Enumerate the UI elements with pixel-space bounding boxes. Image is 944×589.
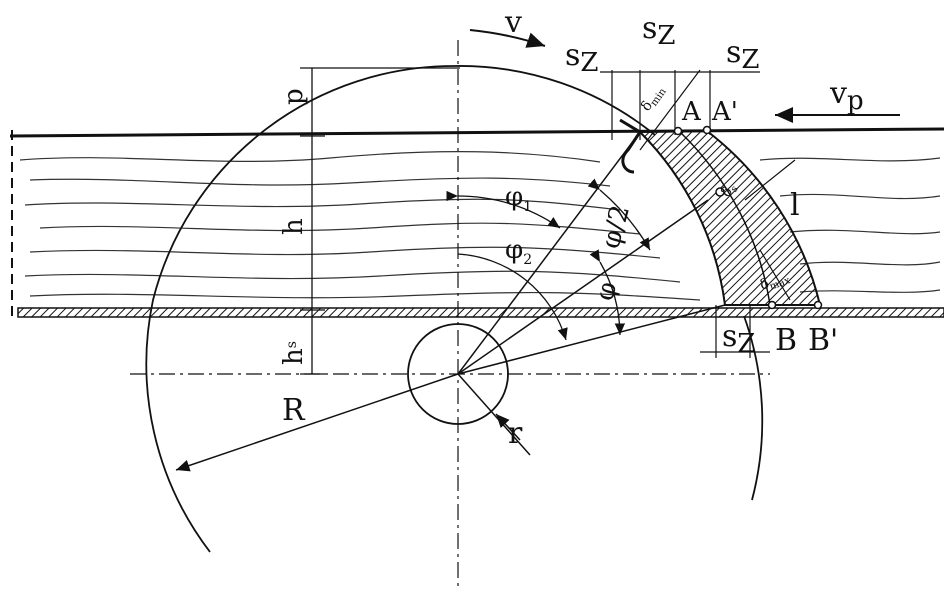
blade-velocity-arrow [469, 29, 546, 48]
label-B: B [775, 323, 797, 358]
label-A-prime: A' [711, 97, 738, 127]
point-B-prime [813, 300, 823, 310]
label-vp: vp [829, 76, 864, 116]
radial-lines [175, 131, 726, 472]
base-plate [17, 307, 944, 318]
label-sz-top-left: sZ [565, 38, 598, 78]
label-A: A [681, 97, 702, 127]
label-v: v [504, 5, 522, 40]
label-l: l [790, 188, 800, 223]
delta-min-leader [639, 69, 701, 151]
saw-tooth [619, 118, 643, 174]
label-hs: hs [279, 341, 309, 365]
dimension-lines [300, 67, 460, 375]
label-phi-half: φ/2 [596, 202, 636, 252]
label-phi1: φ1 [505, 182, 532, 215]
point-A [673, 126, 683, 136]
label-delta-min: δmin [638, 82, 669, 115]
sz-dimension-bottom [700, 305, 770, 358]
point-A-prime [702, 125, 712, 135]
label-phi: φ [590, 278, 624, 303]
label-B-prime: B' [808, 323, 838, 358]
label-h: h [279, 218, 309, 235]
hub-circle [407, 323, 509, 425]
label-phi2: φ2 [505, 235, 532, 268]
label-r: r [508, 416, 523, 451]
point-delta-s [715, 187, 725, 197]
chip-inner-boundary [679, 131, 771, 306]
angle-arcs [446, 178, 651, 341]
label-sz-top-mid: sZ [642, 11, 675, 51]
label-p: p [279, 88, 309, 105]
delta-max-leader [759, 249, 791, 301]
label-sz-bottom: sZ [722, 319, 755, 359]
label-R: R [282, 393, 306, 428]
board-top-edge [9, 127, 944, 138]
label-sz-top-right: sZ [726, 35, 759, 75]
center-lines [130, 40, 770, 589]
point-B [767, 300, 777, 310]
saw-blade-circle [145, 65, 656, 553]
l-leader [744, 159, 796, 201]
